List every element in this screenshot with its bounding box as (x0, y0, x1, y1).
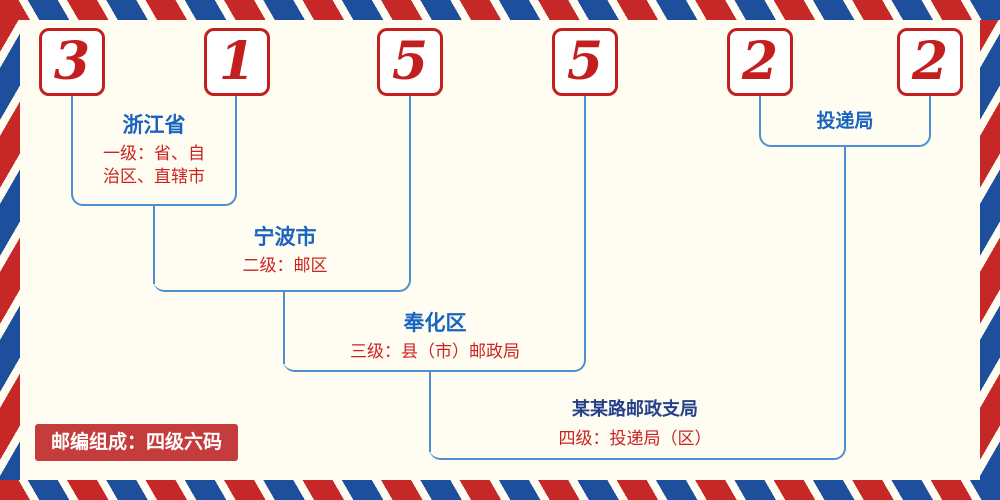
digit-6: 2 (911, 31, 949, 92)
digit-box-4: 5 (552, 28, 618, 96)
composition-badge: 邮编组成：四级六码 (35, 424, 239, 461)
level1-place-name: 浙江省 (122, 113, 186, 137)
level3-bracket-line (283, 96, 586, 372)
level3-description: 三级：县（市）邮政局 (350, 342, 520, 362)
digit-box-3: 5 (377, 28, 443, 96)
digit-2: 1 (218, 31, 256, 92)
airmail-border-right (980, 0, 1000, 500)
digit-3: 5 (391, 31, 429, 92)
digit-box-1: 3 (39, 28, 105, 96)
digit-box-6: 2 (897, 28, 963, 96)
digit-box-2: 1 (204, 28, 270, 96)
level2-to-level3-connector-line (283, 290, 285, 364)
level1-description-line1: 一级：省、自 (103, 144, 205, 164)
level2-description: 二级：邮区 (242, 256, 328, 276)
level3-place-name: 奉化区 (403, 311, 467, 335)
airmail-border-top (0, 0, 1000, 20)
digit-box-5: 2 (727, 28, 793, 96)
level2-place-name: 宁波市 (253, 225, 317, 249)
level1-description: 一级：省、自 治区、直辖市 (61, 143, 247, 189)
airmail-border-left (0, 0, 20, 500)
level1-to-level2-connector-line (153, 204, 155, 284)
digit-5: 2 (741, 31, 779, 92)
level4-description: 四级：投递局（区） (558, 429, 712, 449)
digit-4: 5 (566, 31, 604, 92)
airmail-border-bottom (0, 480, 1000, 500)
level2-bracket-line (153, 96, 411, 292)
delivery-office-bracket-line (759, 96, 931, 147)
level3-to-level4-connector-line (429, 370, 431, 452)
level4-place-name: 某某路邮政支局 (572, 399, 698, 420)
digit-1: 3 (53, 31, 91, 92)
delivery-office-label: 投递局 (816, 110, 874, 132)
level4-bracket-line (429, 147, 846, 460)
level1-description-line2: 治区、直辖市 (103, 167, 205, 187)
